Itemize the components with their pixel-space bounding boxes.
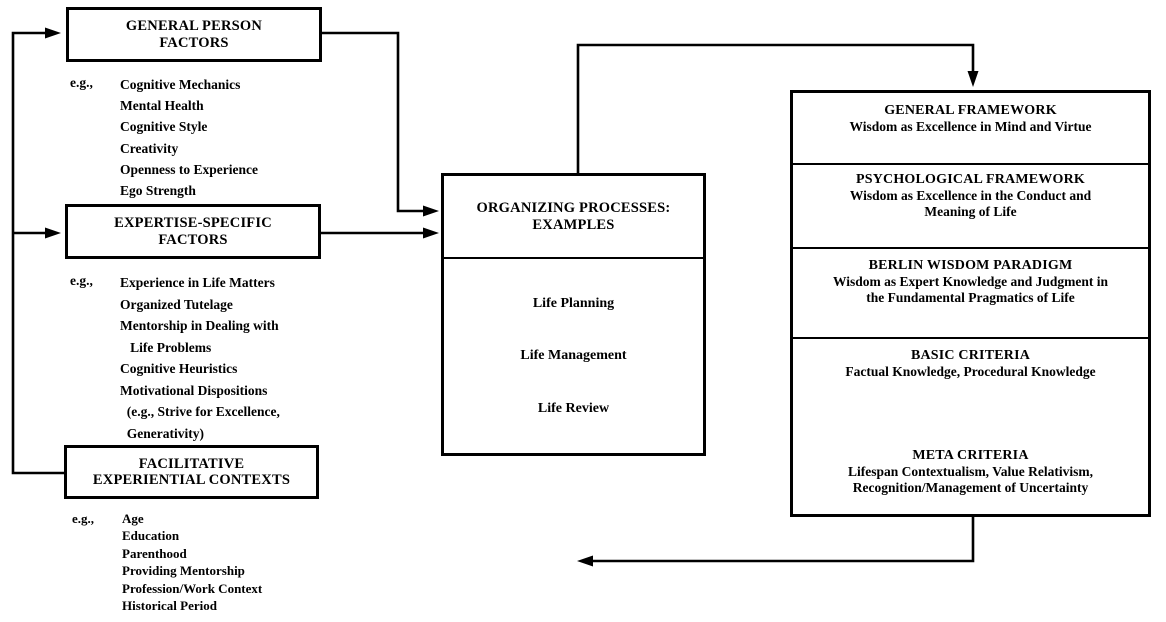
meta-criteria-body: Lifespan Contextualism, Value Relativism… bbox=[848, 464, 1093, 495]
eg-label: e.g., bbox=[70, 75, 93, 90]
psychological-framework-body: Wisdom as Excellence in the Conduct and … bbox=[849, 188, 1092, 219]
arrowhead-feedback-left bbox=[577, 555, 593, 567]
list-item: Openness to Experience bbox=[120, 161, 258, 177]
bracket-contexts-to-factors bbox=[11, 31, 66, 475]
list-item: Experience in Life Matters bbox=[120, 275, 275, 290]
eg-label: e.g., bbox=[72, 511, 95, 526]
berlin-wisdom-paradigm-heading: BERLIN WISDOM PARADIGM bbox=[868, 258, 1073, 273]
organizing-processes-header: ORGANIZING PROCESSES: EXAMPLES bbox=[444, 176, 703, 259]
arrowhead-expertise-into-organizing bbox=[423, 227, 439, 239]
list-item: Cognitive Style bbox=[120, 119, 208, 135]
general-framework-body: Wisdom as Excellence in Mind and Virtue bbox=[849, 119, 1092, 134]
eg-label: e.g., bbox=[70, 273, 93, 288]
psychological-framework-heading: PSYCHOLOGICAL FRAMEWORK bbox=[855, 172, 1085, 187]
list-item: Life Review bbox=[537, 400, 610, 416]
berlin-wisdom-paradigm-body: Wisdom as Expert Knowledge and Judgment … bbox=[832, 274, 1109, 305]
criteria-section: BASIC CRITERIA Factual Knowledge, Proced… bbox=[793, 337, 1148, 514]
arrowhead-into-expertise-factors bbox=[45, 227, 61, 239]
basic-criteria-body: Factual Knowledge, Procedural Knowledge bbox=[845, 364, 1096, 379]
list-item: Mental Health bbox=[120, 98, 204, 114]
facilitative-contexts-title: FACILITATIVE EXPERIENTIAL CONTEXTS bbox=[92, 455, 291, 489]
arrowhead-person-into-organizing bbox=[423, 205, 439, 217]
list-item: Cognitive Heuristics bbox=[120, 361, 238, 376]
line-organizing-to-framework bbox=[576, 43, 975, 173]
meta-criteria-block: META CRITERIA Lifespan Contextualism, Va… bbox=[793, 448, 1148, 496]
list-item: Cognitive Mechanics bbox=[120, 77, 241, 92]
list-item: Generativity) bbox=[120, 425, 204, 441]
list-item: Age bbox=[122, 511, 144, 526]
organizing-processes-title: ORGANIZING PROCESSES: EXAMPLES bbox=[476, 200, 671, 233]
list-item: Life Management bbox=[520, 348, 627, 363]
expertise-specific-factors-box: EXPERTISE-SPECIFIC FACTORS bbox=[65, 204, 321, 259]
expertise-specific-factors-title: EXPERTISE-SPECIFIC FACTORS bbox=[114, 215, 272, 248]
list-item: Providing Mentorship bbox=[122, 563, 245, 579]
list-item: Profession/Work Context bbox=[122, 580, 263, 596]
berlin-wisdom-paradigm-section: BERLIN WISDOM PARADIGM Wisdom as Expert … bbox=[793, 247, 1148, 337]
arrowhead-into-general-framework bbox=[967, 71, 979, 87]
psychological-framework-section: PSYCHOLOGICAL FRAMEWORK Wisdom as Excell… bbox=[793, 163, 1148, 247]
list-item: Parenthood bbox=[122, 545, 187, 561]
facilitative-experiential-contexts-box: FACILITATIVE EXPERIENTIAL CONTEXTS bbox=[64, 445, 319, 499]
list-item: Life Planning bbox=[532, 295, 615, 311]
basic-criteria-heading: BASIC CRITERIA bbox=[910, 348, 1031, 363]
general-person-factors-title: GENERAL PERSON FACTORS bbox=[125, 18, 263, 51]
list-item: Motivational Dispositions bbox=[120, 382, 268, 398]
wisdom-framework-box: GENERAL FRAMEWORK Wisdom as Excellence i… bbox=[790, 90, 1151, 517]
meta-criteria-heading: META CRITERIA bbox=[912, 448, 1029, 463]
general-person-factors-box: GENERAL PERSON FACTORS bbox=[66, 7, 322, 62]
list-item: (e.g., Strive for Excellence, bbox=[120, 404, 280, 419]
list-item: Mentorship in Dealing with bbox=[120, 318, 279, 333]
list-item: Life Problems bbox=[120, 339, 212, 355]
list-item: Organized Tutelage bbox=[120, 296, 233, 312]
general-framework-heading: GENERAL FRAMEWORK bbox=[884, 103, 1057, 118]
list-item: Ego Strength bbox=[120, 183, 196, 199]
line-person-to-organizing bbox=[322, 31, 424, 213]
list-item: Historical Period bbox=[122, 598, 217, 614]
line-framework-feedback bbox=[592, 517, 975, 563]
arrowhead-into-person-factors bbox=[45, 27, 61, 39]
general-framework-section: GENERAL FRAMEWORK Wisdom as Excellence i… bbox=[793, 93, 1148, 163]
list-item: Creativity bbox=[120, 140, 179, 156]
list-item: Education bbox=[122, 528, 180, 544]
organizing-processes-box: ORGANIZING PROCESSES: EXAMPLES Life Plan… bbox=[441, 173, 706, 456]
